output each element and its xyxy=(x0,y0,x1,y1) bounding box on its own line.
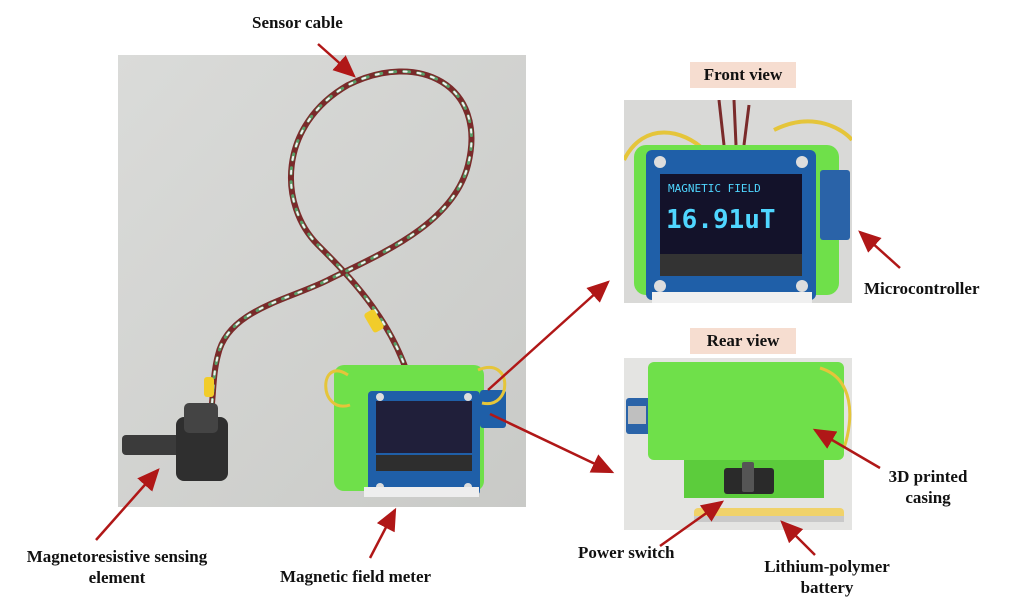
sensing-element-body xyxy=(122,403,228,481)
oled-header-text: MAGNETIC FIELD xyxy=(668,182,761,195)
front-view-photo: MAGNETIC FIELD 16.91uT xyxy=(624,100,852,303)
arrow-field-meter xyxy=(368,507,397,559)
arrow-microcontroller xyxy=(858,230,901,269)
casing-label: 3D printed casing xyxy=(888,467,968,507)
arrow-power-switch xyxy=(659,500,725,548)
arrow-to-front-view xyxy=(487,280,610,391)
arrow-to-rear-view xyxy=(489,412,615,474)
arrow-sensing-element xyxy=(95,468,160,541)
rear-view-photo xyxy=(624,358,852,530)
device-photo xyxy=(118,55,526,507)
front-view-title: Front view xyxy=(690,62,796,88)
power-switch-label: Power switch xyxy=(578,543,675,562)
oled-reading-text: 16.91uT xyxy=(666,205,776,235)
battery-label: Lithium-polymer battery xyxy=(764,557,890,597)
rear-view-title: Rear view xyxy=(690,328,796,354)
arrow-sensor-cable xyxy=(317,43,356,78)
field-meter-label: Magnetic field meter xyxy=(280,567,432,586)
sensor-cable-wire xyxy=(200,68,475,443)
microcontroller-label: Microcontroller xyxy=(864,279,980,298)
arrow-casing xyxy=(812,428,881,470)
arrow-battery xyxy=(780,520,816,556)
sensor-cable-label: Sensor cable xyxy=(252,13,343,32)
field-meter-body xyxy=(324,365,507,497)
sensing-element-label: Magnetoresistive sensing element xyxy=(26,547,208,587)
